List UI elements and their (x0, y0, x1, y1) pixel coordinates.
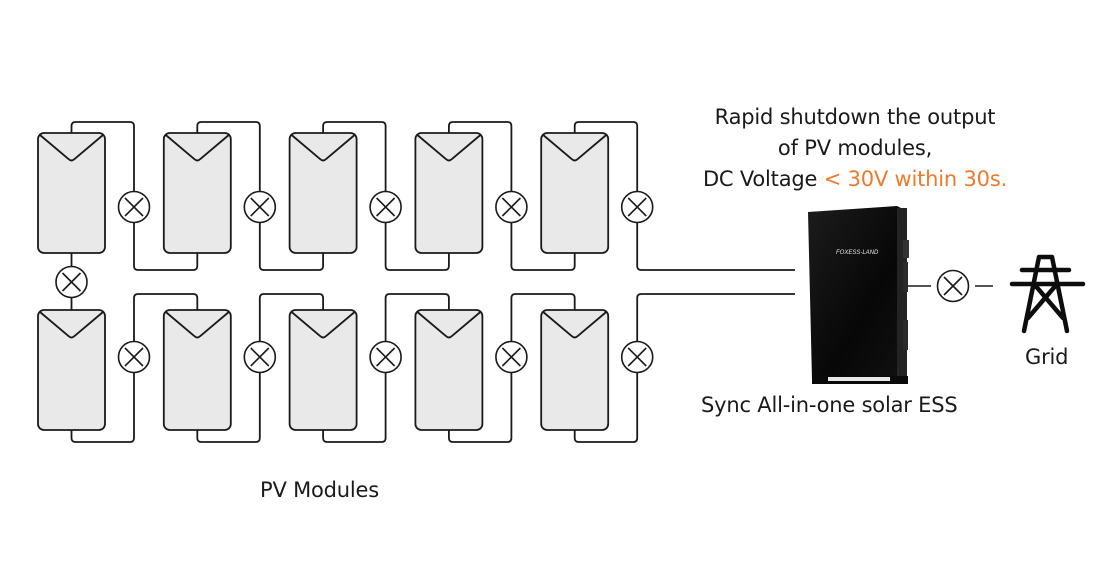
pv-module-icon (540, 309, 610, 431)
grid-label: Grid (1025, 345, 1069, 369)
rapid-shutdown-switch-icon (495, 190, 528, 224)
annotation-line-2: of PV modules, (777, 136, 933, 160)
shutdown-switches (55, 190, 970, 374)
pv-module-icon (414, 132, 484, 254)
bottom-string-wire (573, 293, 795, 443)
rapid-shutdown-switch-icon (620, 190, 654, 224)
rapid-shutdown-switch-icon (495, 340, 528, 374)
ess-brand-logo: FOXESS-LAND (836, 250, 879, 256)
pv-array (37, 132, 610, 431)
inter-row-shutdown-switch-icon (55, 265, 88, 299)
ess-cabinet-icon: FOXESS-LAND (808, 206, 909, 384)
pv-module-icon (288, 132, 358, 254)
annotation-line-1: Rapid shutdown the output (714, 105, 996, 129)
pv-module-icon (540, 132, 610, 254)
pv-module-icon (414, 309, 484, 431)
pv-module-icon (162, 132, 232, 254)
annotation-voltage-label: DC Voltage (702, 167, 824, 191)
grid-shutdown-switch-icon (936, 269, 970, 303)
rapid-shutdown-annotation: Rapid shutdown the output of PV modules,… (655, 102, 1055, 195)
rapid-shutdown-switch-icon (117, 340, 151, 374)
pv-module-icon (162, 309, 232, 431)
rapid-shutdown-switch-icon (117, 190, 151, 224)
rapid-shutdown-switch-icon (369, 340, 402, 374)
voltage-limit-highlight: < 30V within 30s. (823, 167, 1008, 191)
pv-module-icon (288, 309, 358, 431)
annotation-line-3: DC Voltage < 30V within 30s. (655, 164, 1055, 195)
rapid-shutdown-switch-icon (243, 190, 277, 224)
pv-module-icon (37, 309, 106, 431)
pv-modules-label: PV Modules (260, 478, 380, 502)
transmission-tower-icon (1009, 254, 1086, 334)
rapid-shutdown-switch-icon (620, 340, 654, 374)
rapid-shutdown-switch-icon (243, 340, 277, 374)
ess-label: Sync All-in-one solar ESS (701, 393, 958, 417)
pv-module-icon (37, 132, 106, 254)
rapid-shutdown-switch-icon (369, 190, 402, 224)
top-string-wire (573, 121, 795, 271)
